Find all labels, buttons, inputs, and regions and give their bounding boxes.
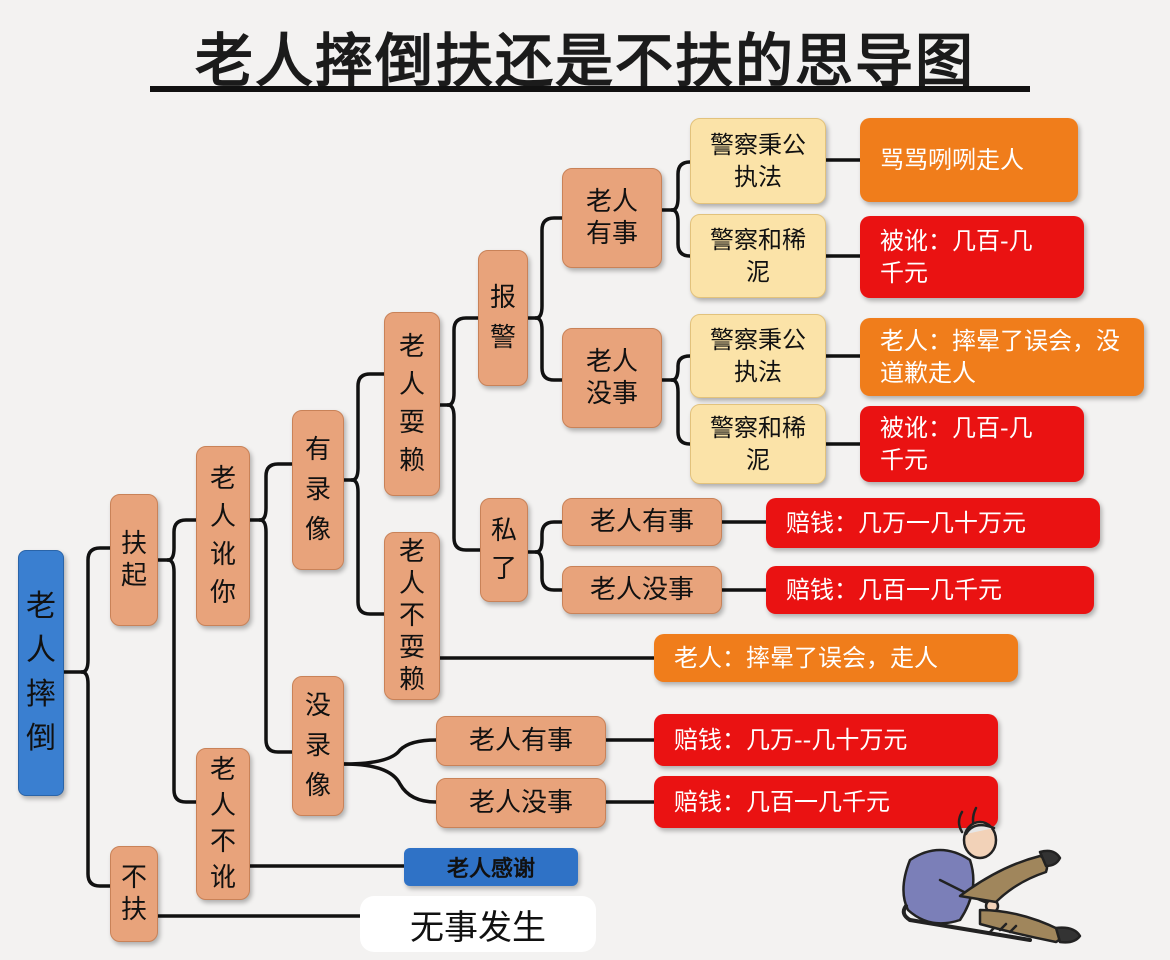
pay-private-injured: 赔钱：几万一几十万元 [766,498,1100,548]
no-cheat-outcome: 老人：摔晕了误会，走人 [654,634,1018,682]
page-title: 老人摔倒扶还是不扶的思导图 [194,27,975,95]
police-mediate-label-1: 警察和稀泥 [710,226,806,286]
police-fair-node-2: 警察秉公执法 [690,314,826,398]
police-fair-label-1: 警察秉公执法 [710,131,806,191]
outcome-extort-2: 被讹：几百-几千元 [860,406,1084,482]
call-police-label: 报警 [489,283,516,353]
has-video-label: 有录像 [304,435,331,545]
pay-private-injured-label: 赔钱：几万一几十万元 [786,509,1026,537]
elder-blames-label: 老人讹你 [209,464,236,608]
private-settle-label: 私了 [490,516,517,584]
private-fine-node: 老人没事 [562,566,722,614]
no-video-node: 没录像 [292,676,344,816]
police-mediate-node-2: 警察和稀泥 [690,404,826,484]
elder-cheats-label: 老人耍赖 [398,332,425,476]
title-underline [150,86,1030,92]
pay-private-fine-label: 赔钱：几百一几千元 [786,576,1002,604]
elder-fine-label: 老人没事 [585,347,638,409]
novideo-injured-node: 老人有事 [436,716,606,766]
private-injured-label: 老人有事 [589,507,694,537]
novideo-injured-label: 老人有事 [468,726,573,756]
police-mediate-label-2: 警察和稀泥 [710,414,806,474]
outcome-extort-1: 被讹：几百-几千元 [860,216,1084,298]
elder-no-blame-label: 老人不讹 [209,755,236,893]
police-fair-label-2: 警察秉公执法 [710,326,806,386]
elder-fine-node: 老人没事 [562,328,662,428]
elder-blames-node: 老人讹你 [196,446,250,626]
not-help-node: 不扶 [110,846,158,942]
no-video-label: 没录像 [304,691,331,801]
elder-thanks-label: 老人感谢 [446,857,535,882]
outcome-extort-1-label: 被讹：几百-几千元 [880,227,1033,287]
private-fine-label: 老人没事 [589,575,694,605]
help-up-label: 扶起 [120,529,147,591]
elder-injured-label: 老人有事 [585,187,638,249]
no-cheat-outcome-label: 老人：摔晕了误会，走人 [674,644,938,672]
elder-cheats-node: 老人耍赖 [384,312,440,496]
root-node: 老人摔倒 [18,550,64,796]
elder-injured-node: 老人有事 [562,168,662,268]
private-injured-node: 老人有事 [562,498,722,546]
pay-novideo-fine-label: 赔钱：几百一几千元 [674,788,890,816]
not-help-label: 不扶 [120,863,147,925]
call-police-node: 报警 [478,250,528,386]
pay-novideo-fine: 赔钱：几百一几千元 [654,776,998,828]
has-video-node: 有录像 [292,410,344,570]
novideo-fine-label: 老人没事 [468,788,573,818]
help-up-node: 扶起 [110,494,158,626]
elder-no-cheat-node: 老人不耍赖 [384,532,440,700]
pay-novideo-injured-label: 赔钱：几万--几十万元 [674,726,908,754]
nothing-happens-label: 无事发生 [360,896,596,952]
pay-novideo-injured: 赔钱：几万--几十万元 [654,714,998,766]
fallen-elder-illustration [901,806,1082,944]
outcome-misunderstand-label: 老人：摔晕了误会，没道歉走人 [880,327,1120,387]
novideo-fine-node: 老人没事 [436,778,606,828]
outcome-scold: 骂骂咧咧走人 [860,118,1078,202]
police-mediate-node-1: 警察和稀泥 [690,214,826,298]
pay-private-fine: 赔钱：几百一几千元 [766,566,1094,614]
outcome-misunderstand: 老人：摔晕了误会，没道歉走人 [860,318,1144,396]
outcome-scold-label: 骂骂咧咧走人 [880,146,1024,174]
elder-thanks-node: 老人感谢 [404,848,578,886]
elder-no-blame-node: 老人不讹 [196,748,250,900]
elder-no-cheat-label: 老人不耍赖 [398,537,425,695]
outcome-extort-2-label: 被讹：几百-几千元 [880,414,1033,474]
private-settle-node: 私了 [480,498,528,602]
root-label: 老人摔倒 [26,589,56,756]
police-fair-node-1: 警察秉公执法 [690,118,826,204]
